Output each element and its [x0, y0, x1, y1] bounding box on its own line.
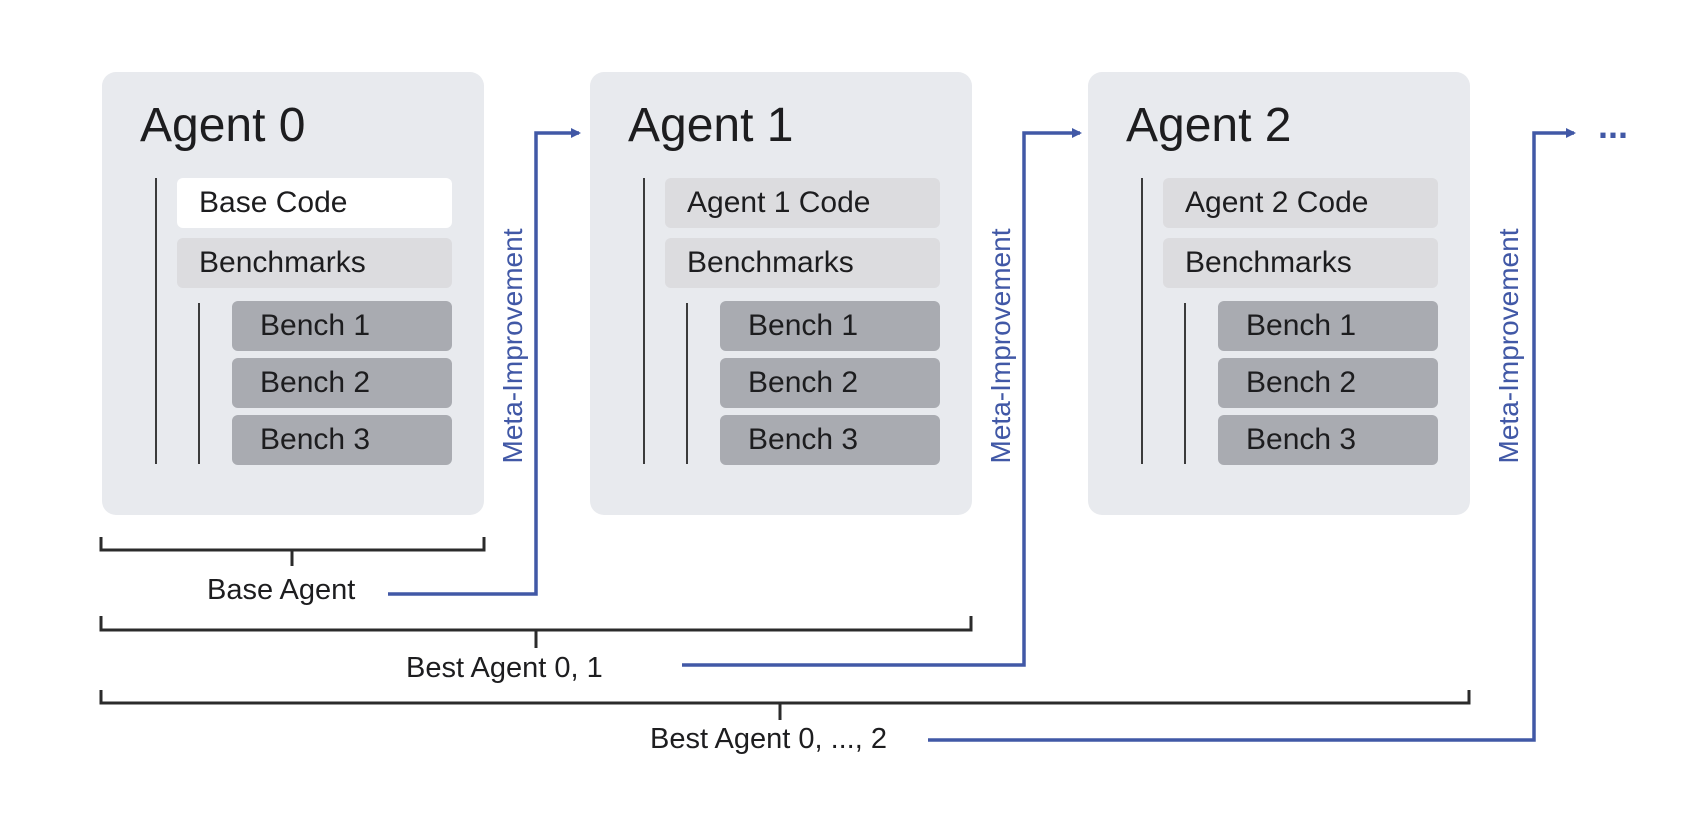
- best-agent-0-1-label: Best Agent 0, 1: [406, 652, 603, 684]
- meta-arrow-1: [388, 128, 581, 596]
- agent-1-card: Agent 1 Agent 1 Code Benchmarks Bench 1 …: [590, 72, 972, 515]
- meta-improvement-label-1: Meta-Improvement: [497, 228, 528, 464]
- meta-improvement-label-3: Meta-Improvement: [1493, 228, 1524, 464]
- agent-2-code: Agent 2 Code: [1163, 178, 1438, 228]
- agent-2-benchmarks: Benchmarks: [1163, 238, 1438, 288]
- meta-arrow-2: [682, 128, 1082, 667]
- agent-0-tree-line: [155, 178, 157, 464]
- agent-1-title: Agent 1: [628, 99, 794, 152]
- agent-1-tree-line: [643, 178, 645, 464]
- agent-0-title: Agent 0: [140, 99, 306, 152]
- agent-2-card: Agent 2 Agent 2 Code Benchmarks Bench 1 …: [1088, 72, 1470, 515]
- agent-1-benchmarks: Benchmarks: [665, 238, 940, 288]
- agent-0-bench-tree-line: [198, 303, 200, 464]
- bracket-base-agent: [99, 537, 486, 566]
- agent-0-bench-3: Bench 3: [232, 415, 452, 465]
- agent-0-card: Agent 0 Base Code Benchmarks Bench 1 Ben…: [102, 72, 484, 515]
- bracket-best-agent-0-2: [99, 690, 1471, 720]
- agent-1-code: Agent 1 Code: [665, 178, 940, 228]
- best-agent-0-2-label: Best Agent 0, ..., 2: [650, 723, 887, 755]
- agent-0-benchmarks: Benchmarks: [177, 238, 452, 288]
- agent-2-bench-tree-line: [1184, 303, 1186, 464]
- agent-1-bench-3: Bench 3: [720, 415, 940, 465]
- meta-improvement-label-2: Meta-Improvement: [985, 228, 1016, 464]
- agent-2-title: Agent 2: [1126, 99, 1292, 152]
- agent-2-bench-3: Bench 3: [1218, 415, 1438, 465]
- agent-0-bench-2: Bench 2: [232, 358, 452, 408]
- base-agent-label: Base Agent: [207, 574, 356, 606]
- agent-1-bench-tree-line: [686, 303, 688, 464]
- agent-2-bench-1: Bench 1: [1218, 301, 1438, 351]
- meta-arrow-3: [928, 128, 1576, 742]
- agent-2-bench-2: Bench 2: [1218, 358, 1438, 408]
- agent-1-bench-1: Bench 1: [720, 301, 940, 351]
- agent-2-tree-line: [1141, 178, 1143, 464]
- bracket-best-agent-0-1: [99, 616, 973, 648]
- agent-1-bench-2: Bench 2: [720, 358, 940, 408]
- agent-0-bench-1: Bench 1: [232, 301, 452, 351]
- continuation-ellipsis: ...: [1598, 105, 1628, 146]
- agent-0-base-code: Base Code: [177, 178, 452, 228]
